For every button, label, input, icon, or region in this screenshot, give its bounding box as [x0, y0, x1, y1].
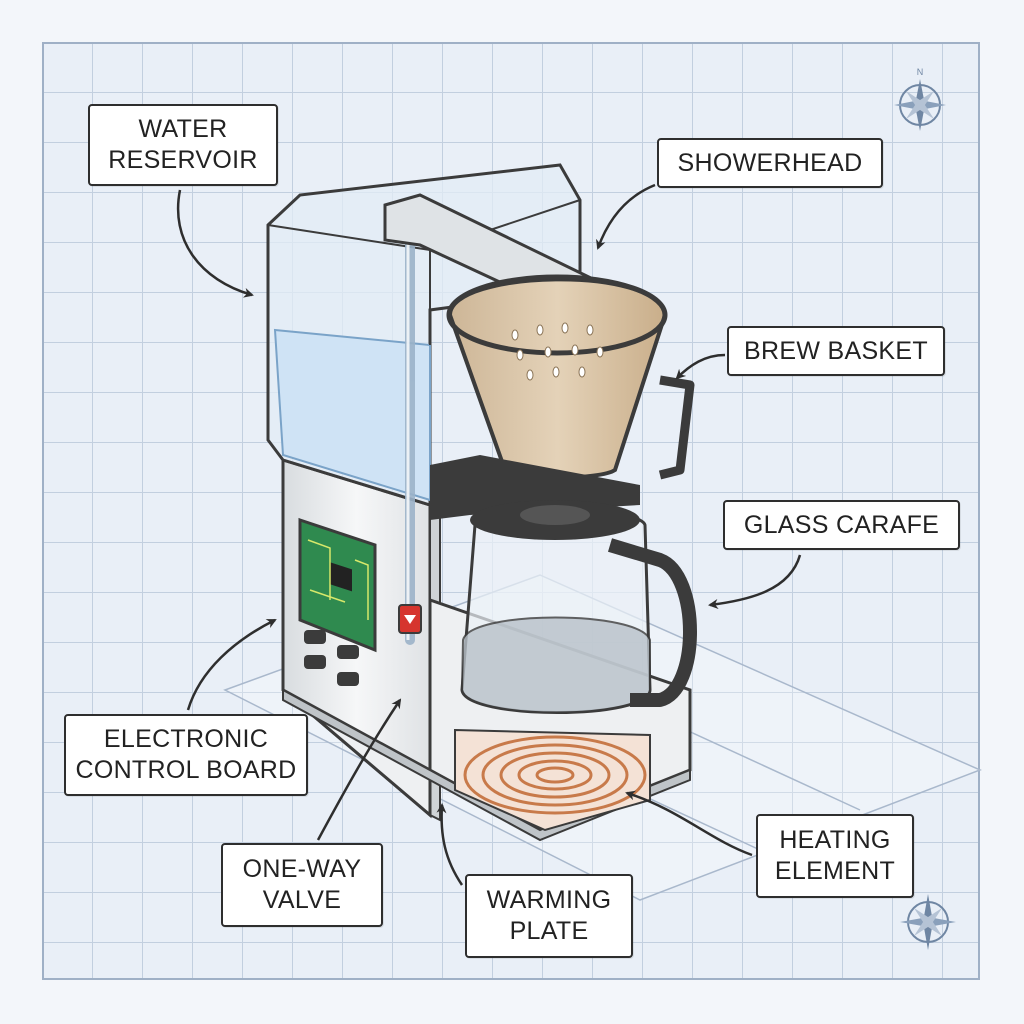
arrow-warming-plate	[442, 805, 462, 885]
label-warming-plate: WARMING PLATE	[465, 874, 633, 958]
label-glass-carafe: GLASS CARAFE	[723, 500, 960, 550]
brew-basket-body	[449, 277, 690, 478]
label-one-way-valve: ONE-WAY VALVE	[221, 843, 383, 927]
one-way-valve-part	[399, 605, 421, 633]
arrow-showerhead	[598, 185, 655, 248]
label-showerhead: SHOWERHEAD	[657, 138, 883, 188]
compass-rose-icon-top: N	[894, 67, 946, 131]
label-electronic-control-board: ELECTRONIC CONTROL BOARD	[64, 714, 308, 796]
label-water-reservoir: WATER RESERVOIR	[88, 104, 278, 186]
compass-rose-icon-bottom	[900, 894, 956, 950]
label-heating-element: HEATING ELEMENT	[756, 814, 914, 898]
svg-text:N: N	[917, 67, 924, 77]
label-brew-basket: BREW BASKET	[727, 326, 945, 376]
arrow-glass-carafe	[710, 555, 800, 605]
arrow-water-reservoir	[178, 190, 252, 295]
arrow-brew-basket	[677, 355, 725, 378]
